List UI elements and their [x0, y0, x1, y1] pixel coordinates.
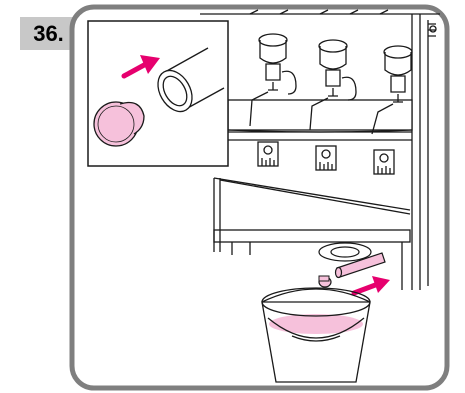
drain-opening — [319, 243, 371, 261]
bucket-icon — [262, 288, 370, 382]
detail-inset — [88, 21, 228, 166]
drain-plug-small-icon — [319, 276, 331, 287]
